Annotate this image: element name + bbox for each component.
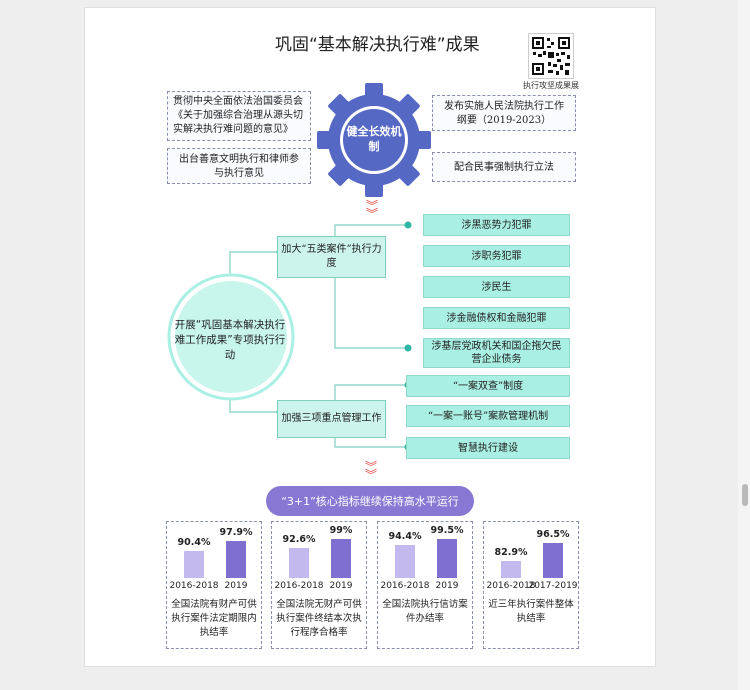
qr-caption: 执行攻坚成果展 [523, 81, 579, 90]
management-item-3: 智慧执行建设 [406, 437, 570, 459]
management-item-1: “一案双查”制度 [406, 375, 570, 397]
vertical-scrollbar[interactable] [738, 0, 750, 690]
branch-three-management: 加强三项重点管理工作 [277, 400, 386, 438]
chart-caption: 全国法院执行信访案件办结率 [382, 599, 468, 624]
category-label: 2016-2018 [274, 581, 324, 591]
bar-value-label: 99% [329, 525, 353, 537]
chart-bar [226, 540, 246, 578]
management-item-2: “一案一账号”案款管理机制 [406, 405, 570, 427]
bar-value-label: 82.9% [494, 546, 528, 558]
bar-value-label: 96.5% [536, 528, 570, 540]
bar-value-label: 90.4% [177, 536, 211, 548]
gear-item-top-right: 发布实施人民法院执行工作纲要（2019-2023） [432, 95, 576, 131]
case-item-5: 涉基层党政机关和国企拖欠民营企业债务 [423, 338, 570, 368]
case-item-1: 涉黑恶势力犯罪 [423, 214, 570, 236]
gear-icon [317, 83, 431, 197]
chart-bar [501, 560, 521, 578]
chart-bar [395, 545, 415, 578]
bar-value-label: 92.6% [282, 533, 316, 545]
chart-bar [289, 547, 309, 578]
chart-caption: 近三年执行案件整体执结率 [488, 599, 574, 624]
scrollbar-thumb[interactable] [742, 484, 748, 506]
gear-item-top-left: 贯彻中央全面依法治国委员会《关于加强综合治理从源头切实解决执行难问题的意见》 [167, 91, 311, 141]
case-item-3: 涉民生 [423, 276, 570, 298]
bar-value-label: 99.5% [430, 524, 464, 536]
chart-card [271, 521, 367, 649]
indicator-banner: “3+1”核心指标继续保持高水平运行 [266, 486, 474, 516]
category-label: 2016-2018 [380, 581, 430, 591]
page-title: 巩固“基本解决执行难”成果 [275, 35, 480, 55]
chart-caption: 全国法院无财产可供执行案件终结本次执行程序合格率 [276, 599, 362, 638]
gear-center-label: 健全长效机制 [346, 125, 402, 153]
branch-five-cases: 加大“五类案件”执行力度 [277, 236, 386, 278]
bar-value-label: 94.4% [388, 531, 422, 543]
chart-bar [184, 550, 204, 578]
chart-bar [331, 539, 351, 578]
case-item-2: 涉职务犯罪 [423, 245, 570, 267]
bar-value-label: 97.9% [219, 526, 253, 538]
chart-card [483, 521, 579, 649]
chart-card [377, 521, 473, 649]
chart-card [166, 521, 262, 649]
gear-item-bottom-left: 出台善意文明执行和律师参与执行意见 [167, 148, 311, 184]
qr-code-icon [528, 33, 574, 79]
category-label: 2019 [435, 581, 459, 591]
action-circle-label: 开展“巩固基本解决执行难工作成果”专项执行行动 [174, 319, 286, 361]
chevron-down-icon: ︾︾ [365, 199, 378, 221]
action-circle [167, 273, 295, 401]
chevron-down-icon: ︾︾ [364, 460, 377, 482]
gear-item-bottom-right: 配合民事强制执行立法 [432, 152, 576, 182]
chart-caption: 全国法院有财产可供执行案件法定期限内执结率 [171, 599, 257, 638]
category-label: 2016-2018 [169, 581, 219, 591]
category-label: 2017-2019 [528, 581, 578, 591]
case-item-4: 涉金融债权和金融犯罪 [423, 307, 570, 329]
category-label: 2019 [329, 581, 353, 591]
chart-bar [543, 542, 563, 578]
chart-bar [437, 538, 457, 578]
category-label: 2019 [224, 581, 248, 591]
category-label: 2016-2018 [486, 581, 536, 591]
